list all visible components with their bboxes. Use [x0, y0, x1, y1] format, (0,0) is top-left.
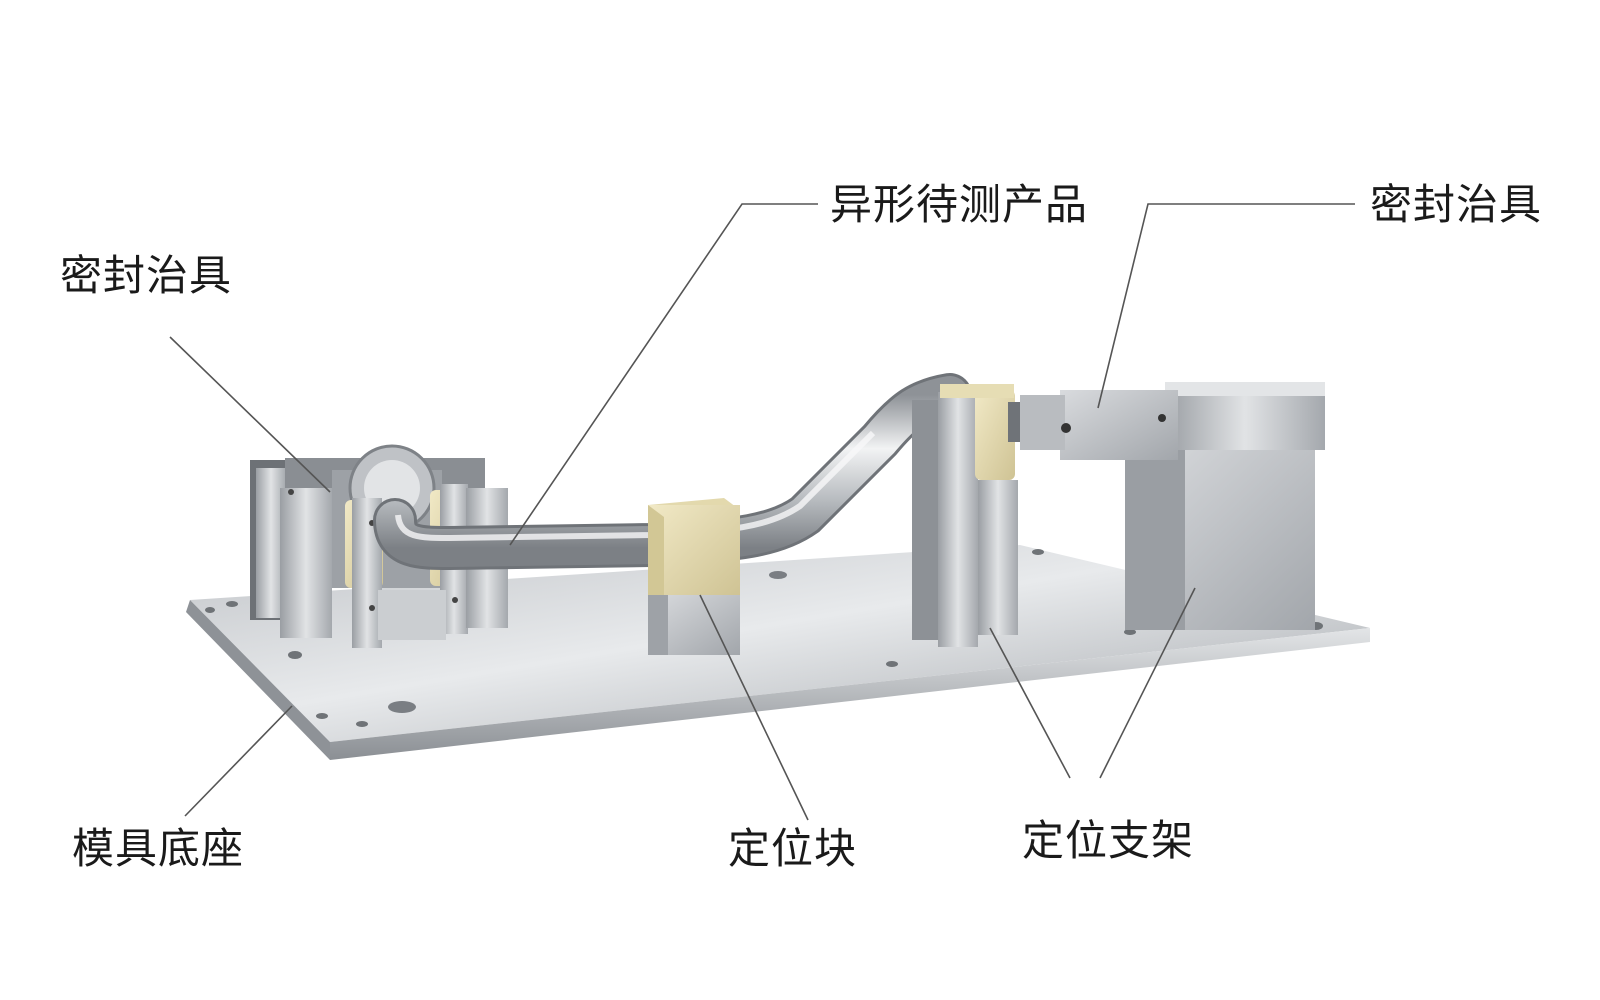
label-mold-base: 模具底座 [72, 824, 245, 873]
leader-line-bracket-right [1099, 587, 1196, 779]
right-seal-fixture [1020, 382, 1325, 630]
label-seal-fixture-right: 密封治具 [1370, 180, 1543, 229]
label-positioning-block: 定位块 [728, 824, 858, 873]
leader-line-bracket-left [989, 627, 1071, 779]
label-positioning-bracket: 定位支架 [1022, 816, 1195, 865]
label-seal-fixture-left: 密封治具 [60, 251, 233, 300]
leader-line-seal-left [169, 336, 331, 493]
leader-line-product [509, 203, 818, 546]
positioning-block [648, 498, 740, 655]
label-product: 异形待测产品 [830, 180, 1089, 229]
positioning-bracket [912, 384, 1038, 647]
leader-lines [169, 203, 1355, 821]
leader-line-block [699, 594, 809, 821]
leader-line-seal-right [1097, 203, 1355, 409]
leader-line-base [184, 705, 293, 817]
